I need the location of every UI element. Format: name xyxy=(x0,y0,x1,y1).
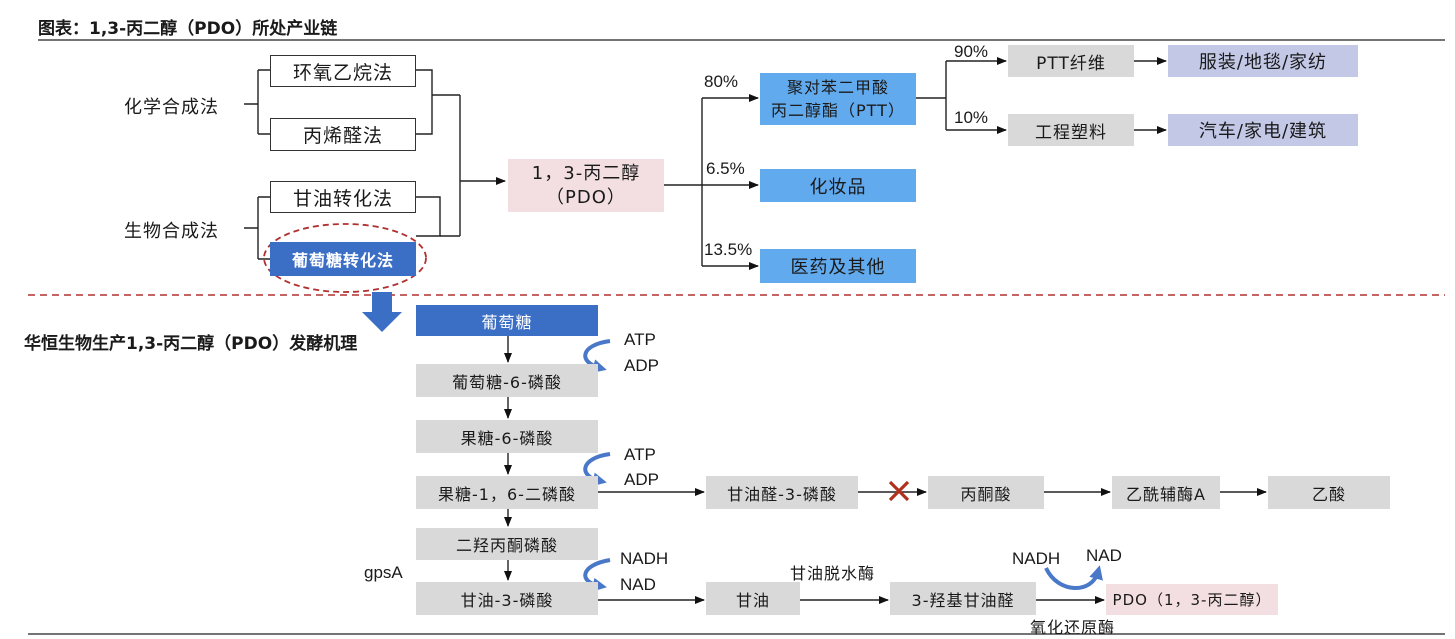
method-glucose: 葡萄糖转化法 xyxy=(270,242,416,276)
pdo-line2: （PDO） xyxy=(546,186,626,208)
cosmetics-box: 化妆品 xyxy=(760,169,916,202)
section-title: 华恒生物生产1,3-丙二醇（PDO）发酵机理 xyxy=(24,334,358,354)
nadh-label-2: NADH xyxy=(1012,549,1061,568)
chemical-synthesis-label: 化学合成法 xyxy=(124,97,219,118)
gap-box: 甘油醛-3-磷酸 xyxy=(706,476,858,509)
blocked-cross xyxy=(888,480,910,502)
medicine-box: 医药及其他 xyxy=(760,249,916,283)
bio-synthesis-label: 生物合成法 xyxy=(124,221,219,242)
oxidoreductase-label: 氧化还原酶 xyxy=(1030,618,1116,637)
method-acrolein: 丙烯醛法 xyxy=(270,118,416,151)
highlight-ellipse xyxy=(263,223,427,293)
gpsa-label: gpsA xyxy=(364,563,403,582)
pyruvate-box: 丙酮酸 xyxy=(928,476,1044,509)
method-glycerol: 甘油转化法 xyxy=(270,181,416,213)
pct-6-5: 6.5% xyxy=(706,159,745,178)
g6p-box: 葡萄糖-6-磷酸 xyxy=(416,364,598,397)
apparel-box: 服装/地毯/家纺 xyxy=(1168,45,1358,77)
glycerol-box: 甘油 xyxy=(706,582,800,615)
dehydratase-label: 甘油脱水酶 xyxy=(790,564,876,583)
auto-box: 汽车/家电/建筑 xyxy=(1168,114,1358,146)
g3p-box: 甘油-3-磷酸 xyxy=(416,582,598,615)
method-ethylene-oxide: 环氧乙烷法 xyxy=(270,55,416,87)
fbp-box: 果糖-1，6-二磷酸 xyxy=(416,476,598,509)
eng-plastic-box: 工程塑料 xyxy=(1008,114,1134,146)
hpa-box: 3-羟基甘油醛 xyxy=(890,582,1036,615)
figure-title: 图表：1,3-丙二醇（PDO）所处产业链 xyxy=(38,19,338,39)
pct-10: 10% xyxy=(954,108,989,127)
ptt-fiber-box: PTT纤维 xyxy=(1008,45,1134,77)
pct-13-5: 13.5% xyxy=(704,240,753,259)
pdo-box: 1，3-丙二醇 （PDO） xyxy=(508,159,664,212)
atp-label-1: ATP xyxy=(624,330,656,349)
acetyl-coa-box: 乙酰辅酶A xyxy=(1112,476,1220,509)
ptt-line2: 丙二醇酯（PTT） xyxy=(771,101,905,120)
adp-label-1: ADP xyxy=(624,356,659,375)
f6p-box: 果糖-6-磷酸 xyxy=(416,420,598,453)
down-arrow-icon xyxy=(362,292,402,332)
nad-label-2: NAD xyxy=(1086,546,1122,565)
nad-label-1: NAD xyxy=(620,575,656,594)
glucose-box: 葡萄糖 xyxy=(416,305,598,336)
acetate-box: 乙酸 xyxy=(1268,476,1390,509)
pdo-line1: 1，3-丙二醇 xyxy=(531,162,641,184)
dhap-box: 二羟丙酮磷酸 xyxy=(416,528,598,560)
ptt-line1: 聚对苯二甲酸 xyxy=(786,78,889,97)
atp-label-2: ATP xyxy=(624,445,656,464)
pct-90: 90% xyxy=(954,42,989,61)
pdo-product-box: PDO（1，3-丙二醇） xyxy=(1106,584,1278,615)
adp-label-2: ADP xyxy=(624,470,659,489)
nadh-label-1: NADH xyxy=(620,549,669,568)
ptt-box: 聚对苯二甲酸 丙二醇酯（PTT） xyxy=(760,73,916,125)
pct-80: 80% xyxy=(704,72,739,91)
